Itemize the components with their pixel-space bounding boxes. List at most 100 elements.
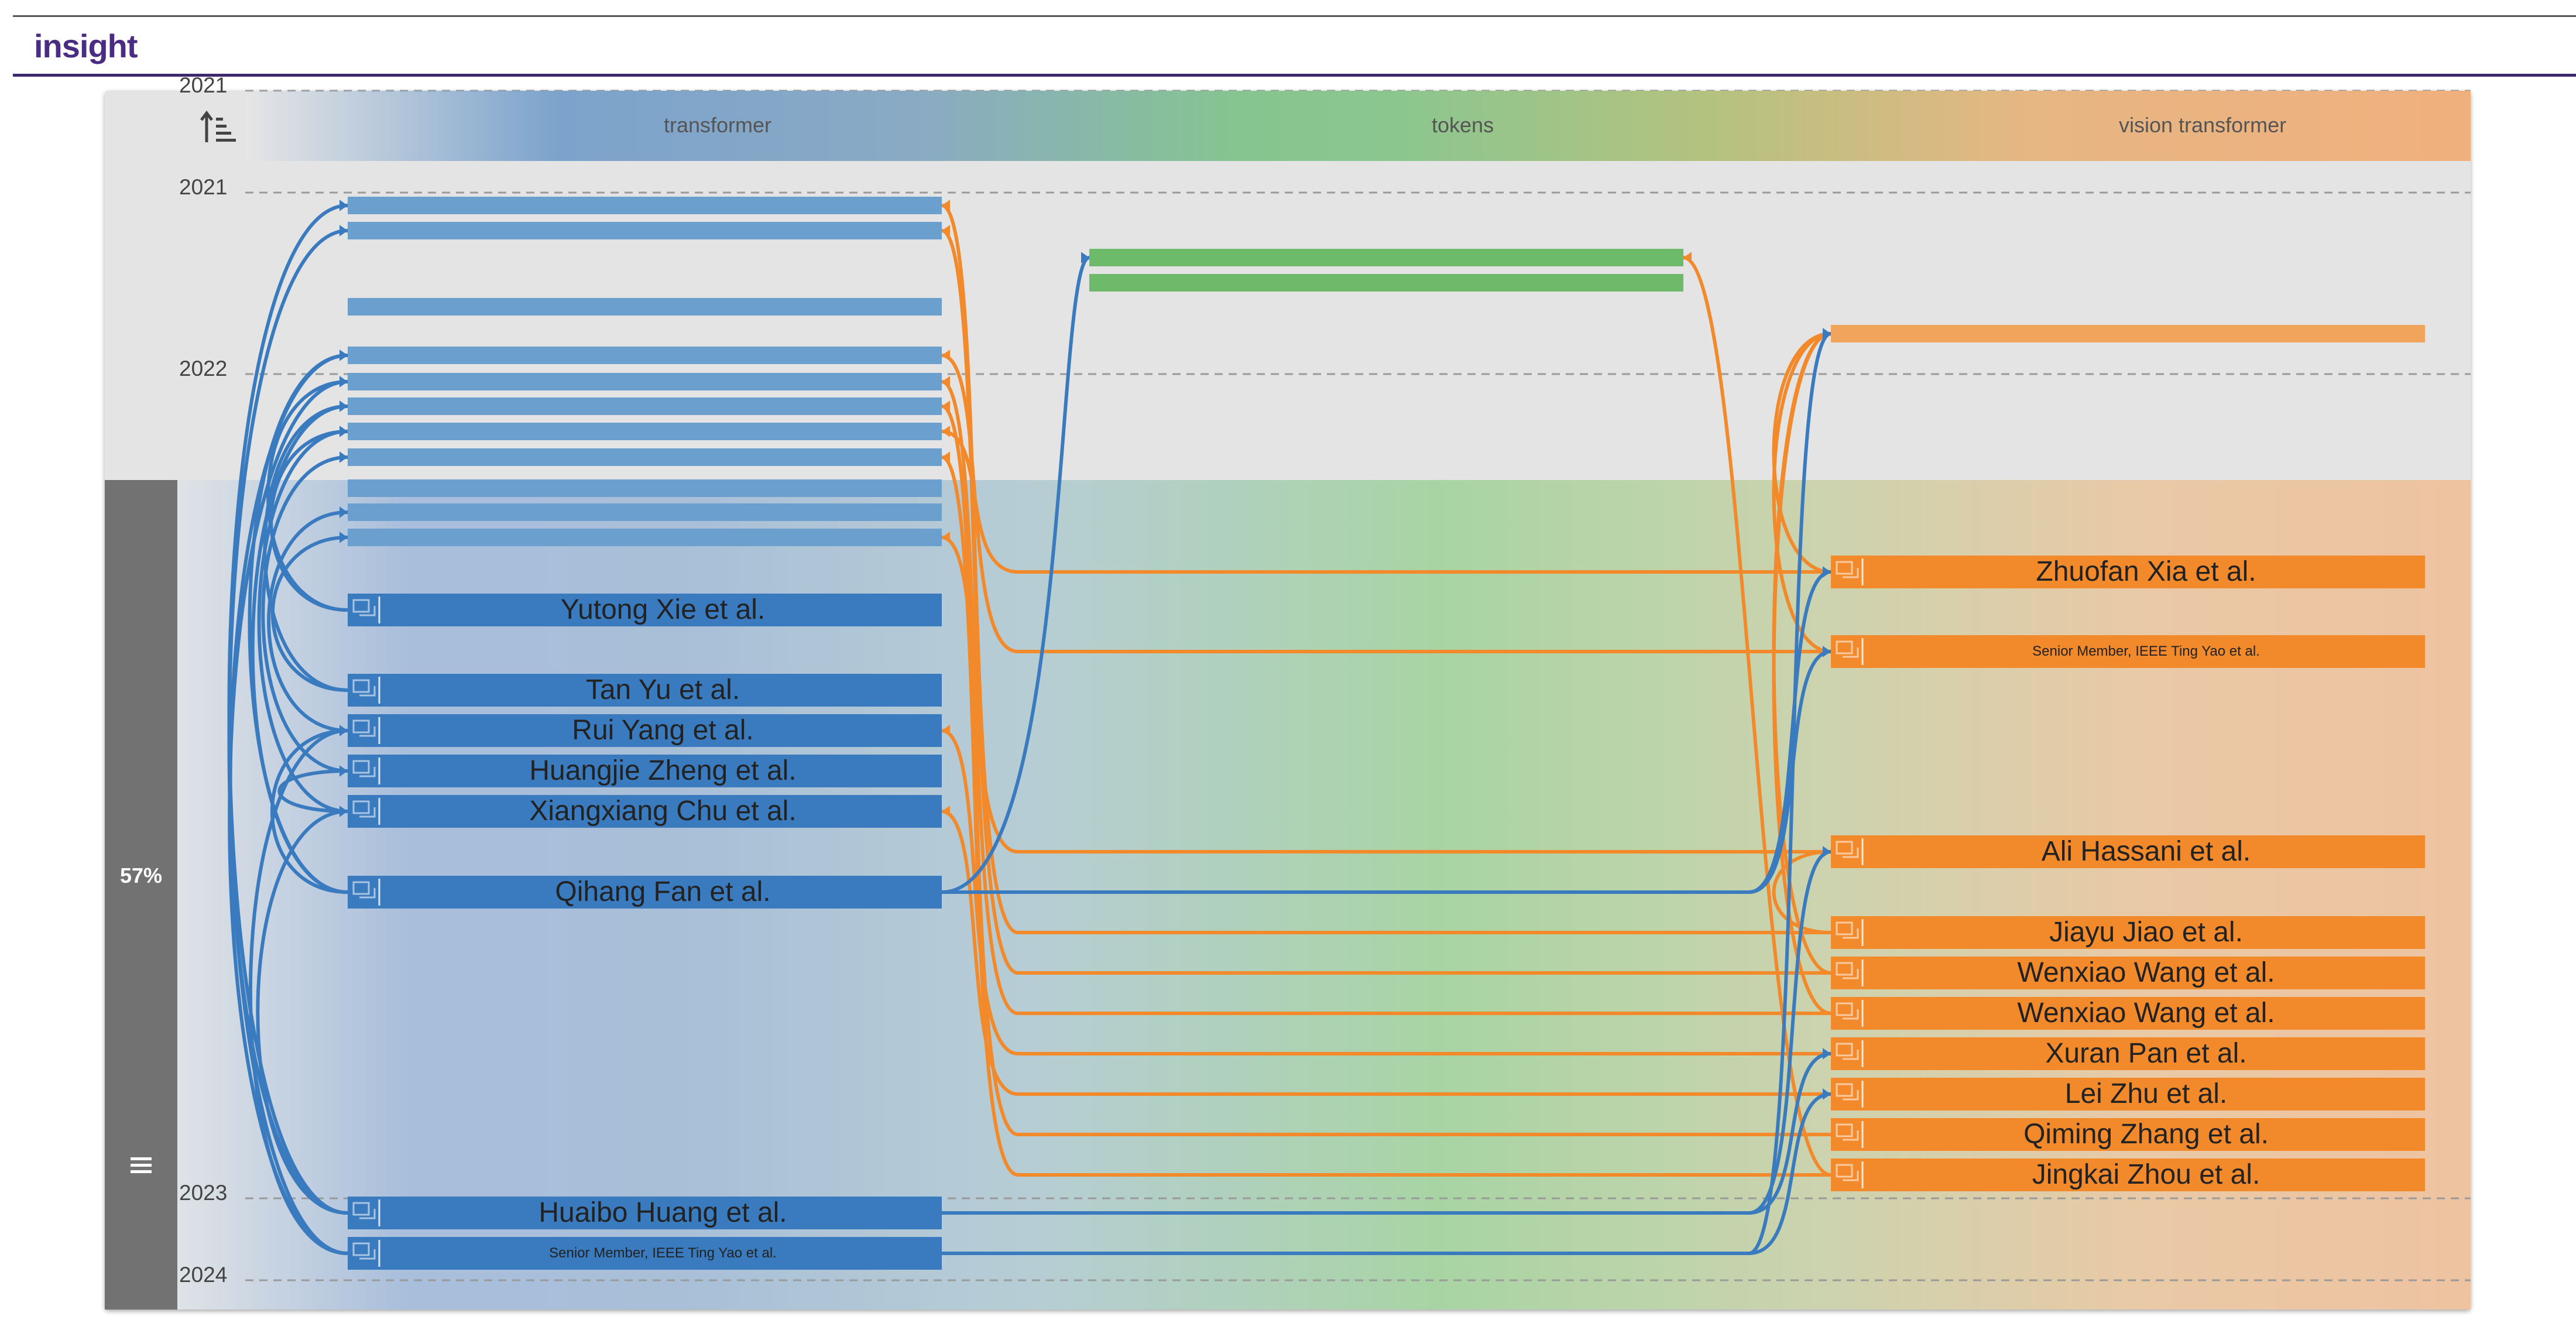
paper-title[interactable]: Wenxiao Wang et al. xyxy=(2017,957,2275,988)
paper-bar[interactable] xyxy=(348,594,942,626)
paper-bar[interactable] xyxy=(348,876,942,909)
paper-bar[interactable] xyxy=(348,674,942,707)
citation-arrow xyxy=(942,426,950,437)
citation-arrow xyxy=(1823,566,1831,578)
paper-link-icon[interactable] xyxy=(1834,999,1865,1028)
paper-link-icon[interactable] xyxy=(351,676,382,705)
paper-bar[interactable] xyxy=(1089,274,1683,292)
paper-bar[interactable] xyxy=(348,298,942,316)
paper-title[interactable]: Ali Hassani et al. xyxy=(2041,836,2251,867)
paper-link-icon[interactable] xyxy=(351,595,382,625)
paper-bar[interactable] xyxy=(348,448,942,466)
paper-title[interactable]: Qihang Fan et al. xyxy=(555,876,771,907)
paper-link-icon[interactable] xyxy=(351,716,382,745)
paper-title[interactable]: Xiangxiang Chu et al. xyxy=(529,796,797,827)
paper-link-icon[interactable] xyxy=(1834,918,1865,947)
paper-link-icon[interactable] xyxy=(1834,1039,1865,1068)
topic-header-band: transformer tokens vision transformer xyxy=(245,91,2471,161)
paper-link-icon[interactable] xyxy=(1834,557,1865,587)
paper-title[interactable]: Zhuofan Xia et al. xyxy=(2036,556,2256,587)
coverage-percent: 57% xyxy=(119,863,163,887)
paper-title[interactable]: Rui Yang et al. xyxy=(572,715,754,746)
citation-link xyxy=(942,1092,1831,1255)
paper-title[interactable]: Senior Member, IEEE Ting Yao et al. xyxy=(2032,643,2260,659)
paper-bar[interactable] xyxy=(348,479,942,497)
paper-bar[interactable] xyxy=(1831,1118,2425,1151)
app-logo[interactable]: insight xyxy=(34,28,138,64)
paper-bar[interactable] xyxy=(348,347,942,364)
paper-title[interactable]: Senior Member, IEEE Ting Yao et al. xyxy=(549,1245,777,1261)
paper-bar[interactable] xyxy=(348,714,942,747)
paper-link-icon[interactable] xyxy=(351,797,382,826)
citation-link xyxy=(267,510,348,732)
paper-bar[interactable] xyxy=(1831,957,2425,989)
top-bar: insight xyxy=(0,0,2576,82)
hamburger-menu-icon[interactable] xyxy=(125,1150,157,1180)
paper-link-icon[interactable] xyxy=(351,1198,382,1228)
column-header-tokens[interactable]: tokens xyxy=(1432,113,1494,137)
citation-link xyxy=(941,810,1831,1096)
citation-arrow xyxy=(942,376,950,388)
paper-bar[interactable] xyxy=(1831,635,2425,668)
citation-arrow xyxy=(942,400,950,412)
citation-link xyxy=(942,1052,1831,1215)
paper-title[interactable]: Huaibo Huang et al. xyxy=(538,1197,787,1228)
citation-arrow xyxy=(339,725,348,736)
paper-title[interactable]: Lei Zhu et al. xyxy=(2064,1078,2228,1109)
year-label: 2021 xyxy=(179,73,228,97)
citation-arrow xyxy=(339,376,348,388)
paper-link-icon[interactable] xyxy=(351,1239,382,1268)
timeline-panel: transformer tokens vision transformer 20… xyxy=(105,73,2471,1310)
paper-bar[interactable] xyxy=(1831,556,2425,588)
paper-bar[interactable] xyxy=(348,1197,942,1229)
citation-link xyxy=(942,332,1831,1255)
paper-link-icon[interactable] xyxy=(1834,958,1865,988)
top-rule xyxy=(13,15,2576,17)
paper-bar[interactable] xyxy=(348,529,942,546)
paper-title[interactable]: Wenxiao Wang et al. xyxy=(2017,998,2275,1029)
column-header-transformer[interactable]: transformer xyxy=(664,113,772,137)
paper-title[interactable]: Jiayu Jiao et al. xyxy=(2049,917,2243,948)
paper-bar[interactable] xyxy=(348,197,942,214)
sort-ascending-icon[interactable] xyxy=(198,107,239,148)
paper-bar[interactable] xyxy=(348,1237,942,1270)
paper-link-icon[interactable] xyxy=(1834,1120,1865,1149)
paper-bar[interactable] xyxy=(348,755,942,787)
citation-arrow xyxy=(1823,1048,1831,1060)
citation-arrow xyxy=(339,765,348,777)
paper-bar[interactable] xyxy=(1831,835,2425,868)
paper-bar[interactable] xyxy=(1831,325,2425,342)
paper-bar[interactable] xyxy=(1831,1037,2425,1070)
paper-link-icon[interactable] xyxy=(1834,1079,1865,1109)
paper-title[interactable]: Huangjie Zheng et al. xyxy=(529,755,797,786)
paper-bar[interactable] xyxy=(1089,249,1683,266)
paper-link-icon[interactable] xyxy=(1834,837,1865,866)
paper-bar[interactable] xyxy=(348,503,942,521)
paper-bar[interactable] xyxy=(348,373,942,390)
paper-bar[interactable] xyxy=(1831,1159,2425,1191)
paper-title[interactable]: Jingkai Zhou et al. xyxy=(2032,1159,2261,1190)
paper-title[interactable]: Qiming Zhang et al. xyxy=(2023,1119,2269,1150)
paper-title[interactable]: Xuran Pan et al. xyxy=(2045,1038,2247,1069)
citation-arrow xyxy=(942,349,950,361)
paper-bar[interactable] xyxy=(1831,997,2425,1030)
paper-bar[interactable] xyxy=(348,397,942,415)
citation-link xyxy=(942,570,1831,894)
paper-title[interactable]: Tan Yu et al. xyxy=(585,674,740,705)
year-label: 2023 xyxy=(179,1181,228,1205)
paper-link-icon[interactable] xyxy=(1834,1160,1865,1190)
citation-link xyxy=(257,430,348,813)
paper-bar[interactable] xyxy=(1831,1078,2425,1111)
paper-bar[interactable] xyxy=(1831,916,2425,949)
citation-link xyxy=(249,729,348,1255)
citation-arrow xyxy=(339,225,348,237)
paper-bar[interactable] xyxy=(348,795,942,828)
paper-bar[interactable] xyxy=(348,222,942,239)
paper-link-icon[interactable] xyxy=(351,756,382,786)
paper-link-icon[interactable] xyxy=(1834,637,1865,666)
paper-title[interactable]: Yutong Xie et al. xyxy=(560,594,766,625)
paper-link-icon[interactable] xyxy=(351,878,382,907)
paper-bar[interactable] xyxy=(348,423,942,440)
column-header-vision-transformer[interactable]: vision transformer xyxy=(2119,113,2287,137)
citation-arrow xyxy=(942,725,950,736)
